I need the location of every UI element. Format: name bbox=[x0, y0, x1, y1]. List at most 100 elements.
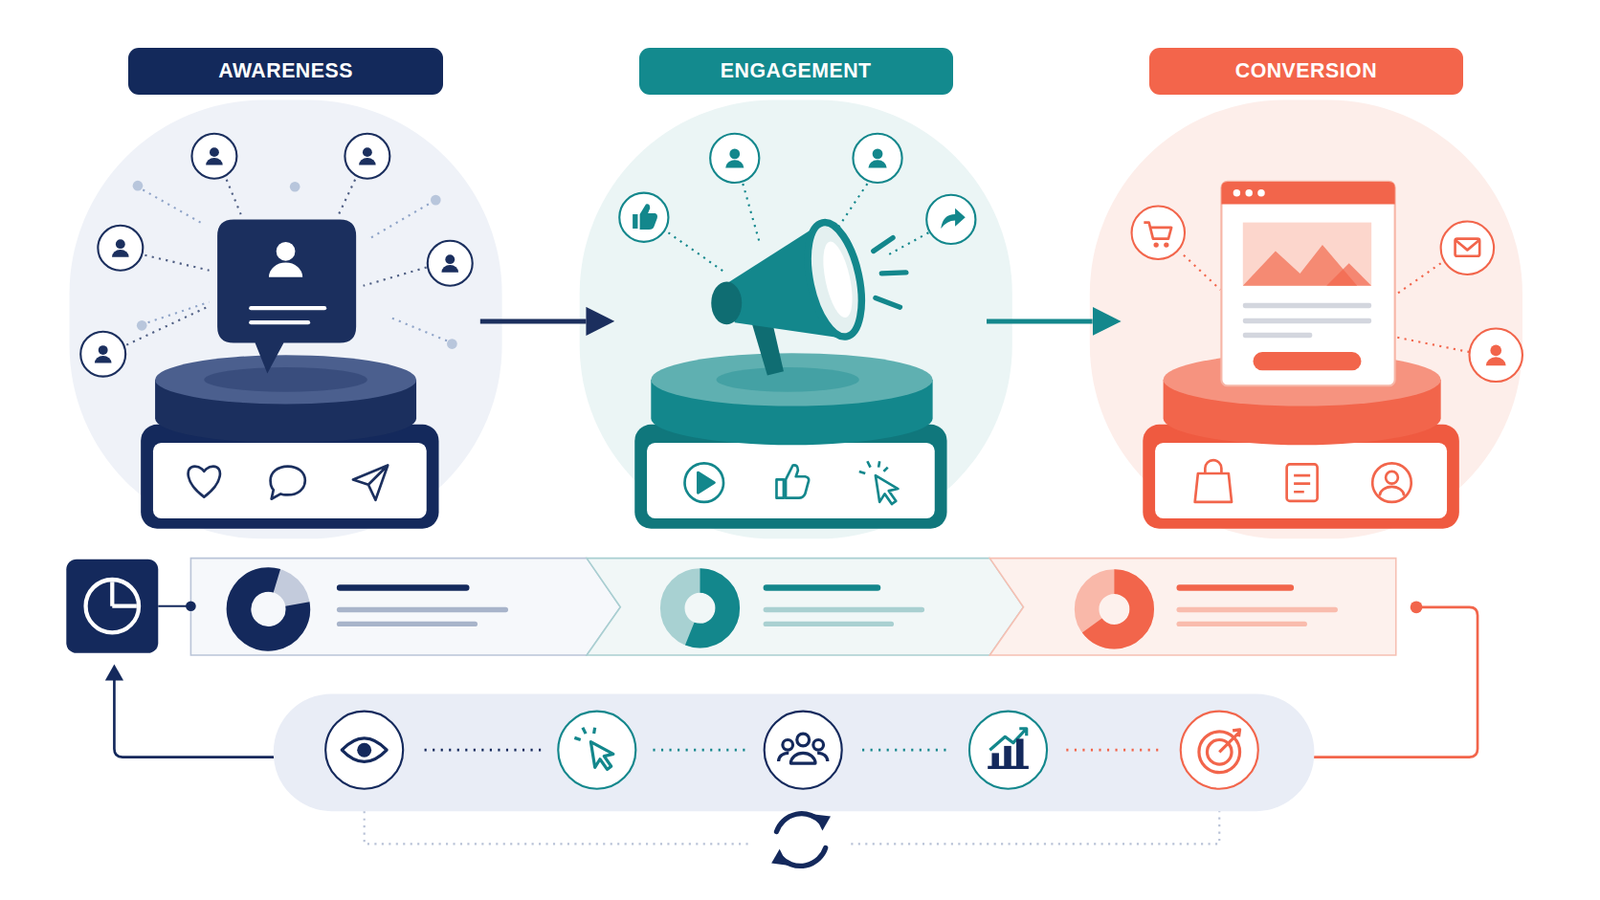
donut-chart bbox=[672, 580, 729, 637]
feedback-arrowhead bbox=[105, 665, 124, 682]
kpi-glyph bbox=[574, 728, 595, 741]
conversion-icons bbox=[1287, 464, 1318, 501]
landing-page bbox=[1326, 263, 1372, 286]
audience-icon bbox=[344, 133, 390, 179]
awareness-leaders-pale bbox=[367, 203, 429, 240]
kpi-band bbox=[273, 693, 1315, 812]
awareness-leaders bbox=[338, 179, 356, 215]
conversion-icons bbox=[1379, 487, 1405, 497]
conversion-podium bbox=[1155, 443, 1447, 519]
audience-icon bbox=[111, 239, 130, 257]
audience-icon bbox=[80, 133, 472, 378]
social-icons bbox=[353, 466, 388, 501]
feedback-line bbox=[1306, 607, 1478, 758]
engagement-icons bbox=[697, 472, 714, 493]
engagement-icons bbox=[776, 465, 809, 498]
kpi-dots bbox=[1066, 749, 1163, 753]
analytics-box bbox=[66, 559, 196, 654]
engagement-podium bbox=[634, 353, 947, 530]
conversion-icon bbox=[1455, 240, 1481, 251]
kpi-dots bbox=[862, 749, 950, 753]
eye-pupil bbox=[356, 743, 372, 758]
refresh-arrowhead bbox=[771, 849, 788, 867]
engagement-icons bbox=[685, 461, 899, 505]
kpi-glyph bbox=[341, 728, 1240, 774]
landing-page bbox=[1244, 189, 1252, 197]
megaphone bbox=[875, 298, 901, 309]
landing-page bbox=[1243, 318, 1372, 324]
awareness-podium bbox=[153, 443, 427, 519]
stage-panel: ENGAGEMENT bbox=[622, 47, 970, 528]
metric-lines bbox=[1176, 622, 1307, 627]
donut-chart bbox=[1087, 581, 1143, 638]
metrics-bar bbox=[586, 558, 1023, 656]
kpi-glyph bbox=[813, 739, 824, 751]
refresh-icon bbox=[776, 814, 822, 833]
landing-page bbox=[1243, 222, 1372, 287]
kpi-icon bbox=[1180, 711, 1259, 790]
profile-card bbox=[268, 242, 303, 278]
awareness-podium bbox=[140, 355, 439, 529]
metric-lines bbox=[763, 622, 894, 627]
kpi-icon bbox=[325, 711, 1259, 790]
refresh-arrowhead bbox=[814, 814, 831, 831]
flow-arrow bbox=[986, 318, 1093, 324]
conversion-icon bbox=[1455, 239, 1481, 257]
profile-card bbox=[217, 219, 356, 374]
conversion-leaders bbox=[1394, 336, 1470, 353]
profile-card bbox=[248, 320, 311, 325]
kpi-icon bbox=[969, 711, 1047, 790]
kpi-bars bbox=[1016, 738, 1023, 767]
flow-arrow bbox=[480, 318, 587, 324]
conversion-icons bbox=[1195, 460, 1232, 503]
reaction-icon bbox=[710, 133, 759, 183]
awareness-leaders bbox=[363, 267, 427, 287]
stage-ground bbox=[1089, 100, 1523, 540]
kpi-glyph bbox=[341, 738, 387, 763]
kpi-bars bbox=[1003, 746, 1011, 767]
kpi-glyph bbox=[782, 739, 794, 751]
donut-chart bbox=[672, 580, 729, 637]
conversion-icon bbox=[1486, 345, 1507, 367]
stage-panel: CONVERSION bbox=[1133, 47, 1481, 528]
analytics-box bbox=[111, 581, 137, 607]
reaction-icon bbox=[619, 133, 976, 245]
kpi-dots bbox=[424, 749, 542, 753]
awareness-podium bbox=[155, 355, 417, 404]
metrics-bar bbox=[190, 558, 621, 656]
stage-label: AWARENESS bbox=[128, 47, 443, 95]
engagement-podium bbox=[650, 353, 933, 406]
awareness-podium bbox=[203, 367, 368, 393]
audience-icon bbox=[441, 254, 459, 272]
stage-ground bbox=[579, 100, 1013, 540]
feedback-line bbox=[113, 677, 286, 757]
audience-icon bbox=[94, 345, 112, 363]
refresh-icon bbox=[780, 848, 826, 867]
conversion-icon bbox=[1153, 242, 1158, 247]
donut-chart bbox=[234, 575, 304, 645]
awareness-leaders-pale bbox=[387, 316, 447, 342]
kpi-glyph bbox=[590, 742, 613, 771]
awareness-leaders bbox=[226, 179, 242, 215]
conversion-icon bbox=[1441, 222, 1494, 275]
profile-card bbox=[268, 242, 303, 278]
reaction-icon bbox=[619, 193, 668, 243]
kpi-bars bbox=[991, 738, 1023, 767]
metric-lines bbox=[336, 584, 1338, 627]
analytics-box bbox=[66, 559, 158, 654]
metric-lines bbox=[1176, 607, 1337, 613]
audience-dot bbox=[133, 180, 144, 192]
reaction-icon bbox=[867, 149, 887, 169]
engagement-leaders bbox=[742, 183, 760, 245]
profile-card bbox=[217, 219, 356, 374]
kpi-band bbox=[273, 693, 1315, 845]
megaphone bbox=[881, 272, 907, 274]
conversion-icons bbox=[1385, 471, 1399, 485]
conversion-icons bbox=[1293, 475, 1311, 492]
engagement-leaders bbox=[836, 183, 867, 230]
metric-lines bbox=[763, 584, 882, 591]
kpi-glyph bbox=[1219, 730, 1240, 753]
landing-page bbox=[1221, 181, 1395, 204]
awareness-leaders-pale bbox=[148, 302, 210, 323]
conversion-icons bbox=[1195, 460, 1412, 503]
